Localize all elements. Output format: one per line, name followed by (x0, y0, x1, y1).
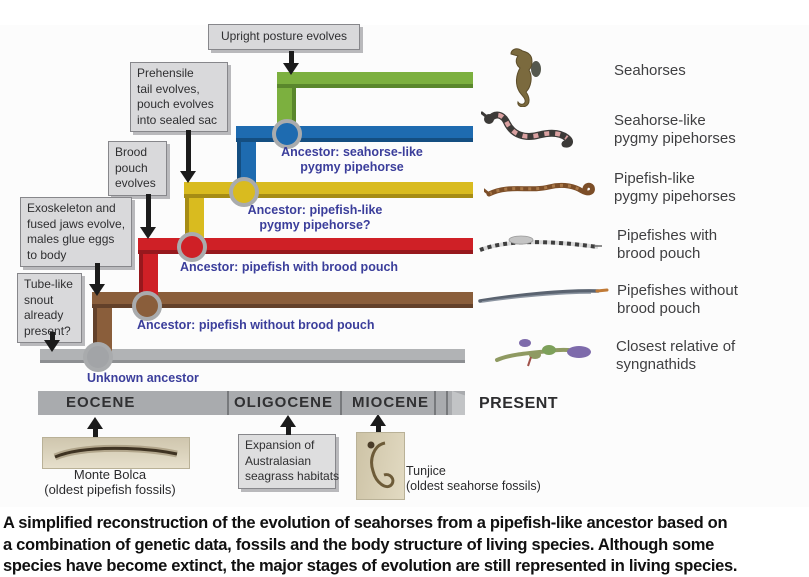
timeline-divider (227, 391, 229, 415)
label-ancestor-with-brood-pouch: Ancestor: pipefish with brood pouch (180, 260, 399, 274)
label-pipefishes-without-brood-pouch: Pipefishes without brood pouch (617, 282, 738, 317)
callout-tube-snout: Tube-like snout already present? (17, 273, 82, 343)
callout-brood-pouch: Brood pouch evolves (108, 141, 167, 196)
timeline-divider (434, 391, 436, 415)
label-ancestor-without-brood-pouch: Ancestor: pipefish without brood pouch (137, 318, 375, 332)
pipefish-fossil-illustration (53, 444, 178, 461)
node-pipefish-without-pouch-ancestor (132, 291, 162, 321)
branch-seahorses (277, 72, 473, 88)
pipefish-with-brood-pouch-illustration (476, 232, 603, 261)
timeline-end-bevel (452, 391, 465, 415)
seahorse-illustration (505, 45, 550, 112)
branch-pipefish-like-pygmy (184, 182, 473, 198)
arrow-down-icon (283, 51, 299, 75)
node-pipefish-with-pouch-ancestor (177, 232, 207, 262)
figure-caption: A simplified reconstruction of the evolu… (3, 514, 738, 575)
arrow-up-icon (280, 415, 296, 435)
era-label-oligocene: OLIGOCENE (234, 394, 334, 411)
pipefish-without-brood-pouch-illustration (476, 284, 611, 313)
arrow-down-icon (89, 263, 105, 296)
branch-pipefish-without-pouch (92, 292, 473, 308)
branch-pipefish-with-pouch (138, 238, 473, 254)
callout-upright-posture: Upright posture evolves (208, 24, 360, 50)
pipefish-like-pygmy-pipehorse-illustration (482, 174, 599, 209)
label-unknown-ancestor: Unknown ancestor (87, 371, 199, 385)
tunjice-caption: Tunjice (oldest seahorse fossils) (406, 464, 541, 493)
node-pipefish-like-ancestor (229, 177, 259, 207)
seadragon-illustration (491, 332, 593, 375)
timeline-divider (340, 391, 342, 415)
branch-pipefish-with-pouch-vertical (139, 240, 158, 306)
label-seahorse-like-pygmy-pipehorses: Seahorse-like pygmy pipehorses (614, 112, 736, 147)
callout-prehensile-tail: Prehensile tail evolves, pouch evolves i… (130, 62, 228, 132)
label-seahorses: Seahorses (614, 62, 686, 79)
era-label-eocene: EOCENE (66, 394, 136, 411)
monte-bolca-title: Monte Bolca (73, 467, 147, 482)
tunjice-fossil-photo (356, 432, 405, 500)
timeline-divider (446, 391, 448, 415)
era-label-present: PRESENT (479, 395, 559, 412)
monte-bolca-fossil-photo (42, 437, 190, 469)
arrow-down-icon (180, 130, 196, 183)
branch-closest-relative (40, 349, 465, 363)
callout-exoskeleton: Exoskeleton and fused jaws evolve, males… (20, 197, 132, 267)
arrow-up-icon (87, 417, 103, 438)
monte-bolca-caption: Monte Bolca (oldest pipefish fossils) (24, 467, 196, 497)
node-unknown-ancestor (83, 342, 113, 372)
label-pipefishes-with-brood-pouch: Pipefishes with brood pouch (617, 227, 718, 262)
label-ancestor-seahorse-like: Ancestor: seahorse-like pygmy pipehorse (281, 145, 423, 174)
pygmy-pipehorse-illustration (480, 108, 573, 153)
geologic-timeline-bar: EOCENE OLIGOCENE MIOCENE (38, 391, 465, 415)
branch-seahorse-like-pygmy-vertical (237, 129, 256, 192)
monte-bolca-subtitle: (oldest pipefish fossils) (44, 481, 176, 497)
label-pipefish-like-pygmy-pipehorses: Pipefish-like pygmy pipehorses (614, 170, 736, 205)
callout-seagrass-expansion: Expansion of Australasian seagrass habit… (238, 434, 339, 489)
arrow-up-icon (370, 414, 386, 433)
tunjice-title: Tunjice (406, 464, 446, 478)
label-ancestor-pipefish-like: Ancestor: pipefish-like pygmy pipehorse? (247, 203, 383, 232)
label-closest-relative: Closest relative of syngnathids (616, 338, 736, 373)
node-seahorse-like-ancestor (272, 119, 302, 149)
branch-pipefish-without-pouch-vertical (93, 294, 112, 356)
era-label-miocene: MIOCENE (352, 394, 430, 411)
arrow-down-icon (140, 194, 156, 239)
seahorse-fossil-illustration (367, 441, 395, 489)
tunjice-subtitle: (oldest seahorse fossils) (406, 478, 541, 493)
arrow-down-icon (44, 332, 60, 352)
